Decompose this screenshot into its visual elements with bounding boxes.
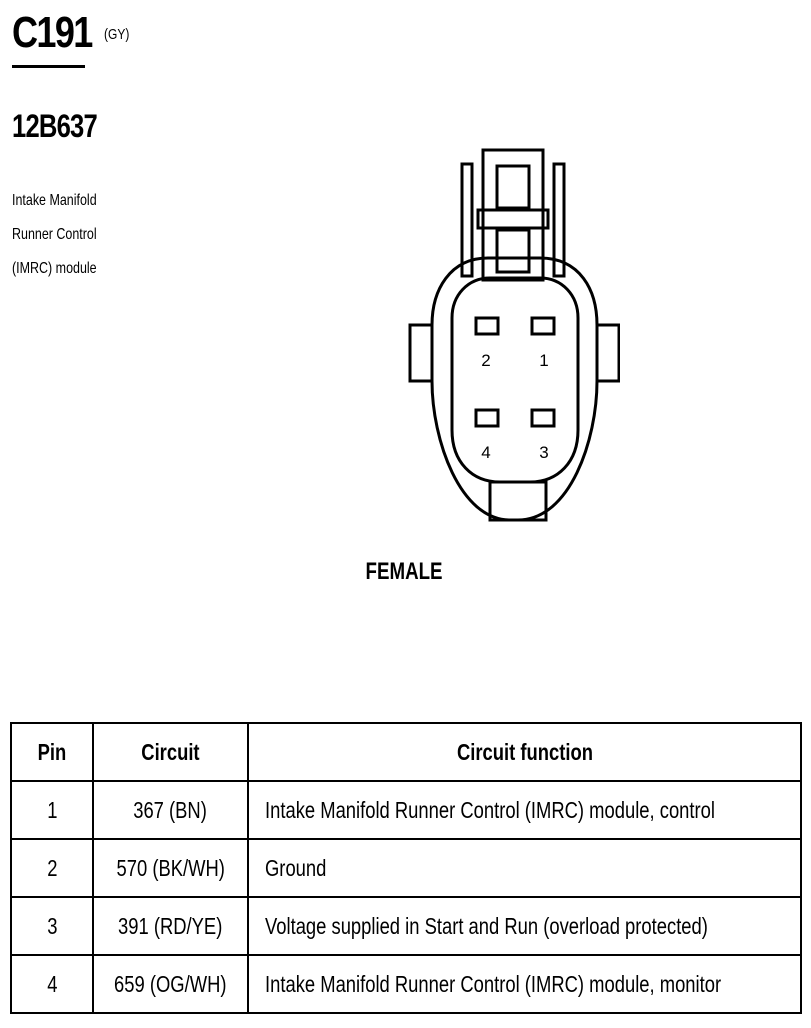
connector-face-diagram: 2 1 4 3 [408,148,620,522]
latch-bar [476,208,550,230]
side-tab-right [595,323,620,383]
connector-cavity [450,276,580,484]
latch-window-upper [495,164,531,210]
connector-gender-label: FEMALE [365,558,443,585]
header-circuit: Circuit [92,722,249,782]
pin-cell: 2 [10,838,94,898]
function-cell: Intake Manifold Runner Control (IMRC) mo… [247,954,802,1014]
latch-rail-left [460,162,474,278]
title-underline [12,65,85,68]
pin-cell: 4 [10,954,94,1014]
function-cell: Ground [247,838,802,898]
table-row: 4 659 (OG/WH) Intake Manifold Runner Con… [10,954,802,1014]
table-row: 3 391 (RD/YE) Voltage supplied in Start … [10,896,802,956]
circuit-cell: 367 (BN) [92,780,249,840]
pin-cell: 3 [10,896,94,956]
header-pin: Pin [10,722,94,782]
circuit-cell: 570 (BK/WH) [92,838,249,898]
latch-rail-right [552,162,566,278]
table-header-row: Pin Circuit Circuit function [10,722,802,782]
header-circuit-function: Circuit function [247,722,802,782]
table-row: 1 367 (BN) Intake Manifold Runner Contro… [10,780,802,840]
pinout-table: Pin Circuit Circuit function 1 367 (BN) … [10,722,802,1014]
side-tab-left [408,323,434,383]
connector-color-code: (GY) [104,26,130,43]
circuit-cell: 659 (OG/WH) [92,954,249,1014]
pin-4-label: 4 [481,443,490,462]
description-line-3: (IMRC) module [12,260,97,277]
pin-2-terminal [474,316,500,336]
latch-tab [481,148,545,282]
latch-window-lower [495,228,531,274]
pin-1-label: 1 [539,351,548,370]
pin-2-label: 2 [481,351,490,370]
pin-3-label: 3 [539,443,548,462]
bottom-key [488,480,548,522]
pin-cell: 1 [10,780,94,840]
function-cell: Voltage supplied in Start and Run (overl… [247,896,802,956]
table-row: 2 570 (BK/WH) Ground [10,838,802,898]
component-description: Intake Manifold Runner Control (IMRC) mo… [12,184,97,286]
description-line-1: Intake Manifold [12,192,97,209]
part-number: 12B637 [12,108,98,144]
description-line-2: Runner Control [12,226,97,243]
pin-3-terminal [530,408,556,428]
circuit-cell: 391 (RD/YE) [92,896,249,956]
function-cell: Intake Manifold Runner Control (IMRC) mo… [247,780,802,840]
pin-4-terminal [474,408,500,428]
pin-1-terminal [530,316,556,336]
connector-id: C191 [12,8,93,57]
